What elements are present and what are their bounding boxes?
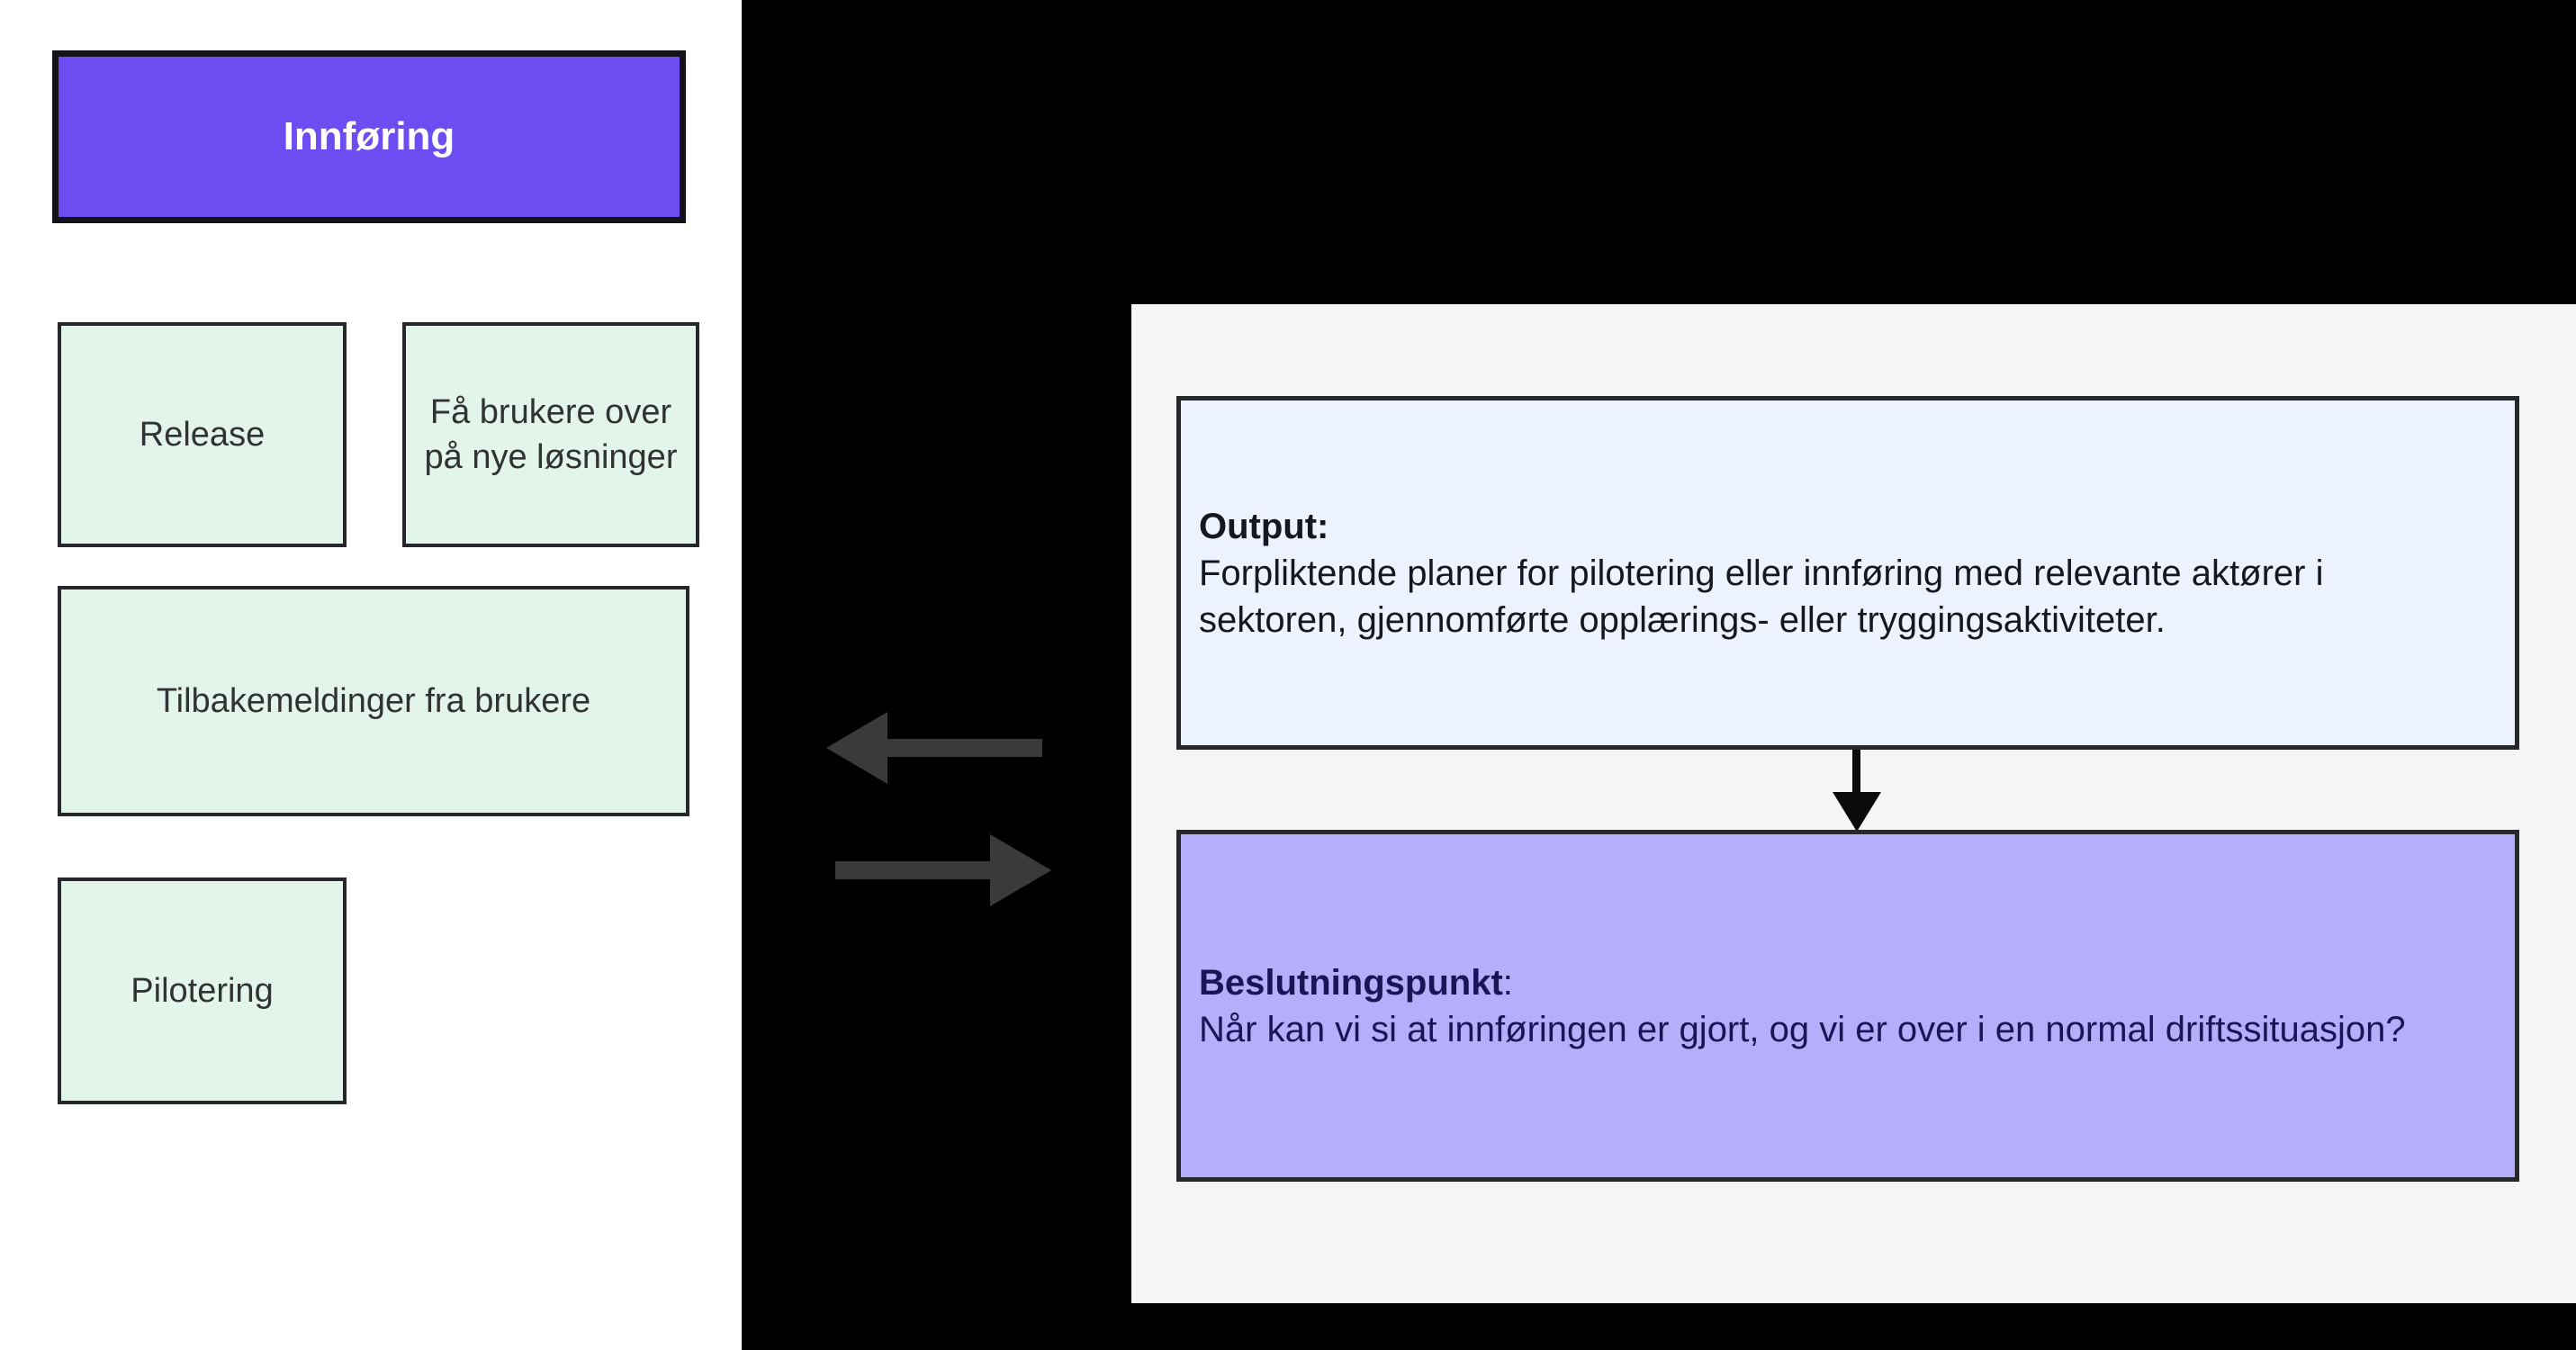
down-arrow-icon bbox=[1833, 750, 1881, 832]
left-panel: Innføring Release Få brukere over på nye… bbox=[0, 0, 742, 1350]
activity-box-pilotering: Pilotering bbox=[58, 878, 347, 1104]
decision-heading-bold: Beslutningspunkt bbox=[1199, 962, 1503, 1003]
activity-label: Tilbakemeldinger fra brukere bbox=[156, 681, 591, 720]
arrow-right-head bbox=[990, 834, 1051, 906]
phase-box-innfoering: Innføring bbox=[52, 50, 686, 223]
activity-box-tilbakemeldinger: Tilbakemeldinger fra brukere bbox=[58, 586, 689, 816]
activity-label: Pilotering bbox=[131, 971, 274, 1010]
arrow-left-head bbox=[826, 712, 887, 784]
phase-box-label: Innføring bbox=[283, 114, 455, 158]
activity-label: Release bbox=[139, 415, 266, 454]
arrow-right-icon bbox=[835, 834, 1051, 906]
decision-box: Beslutningspunkt: Når kan vi si at innfø… bbox=[1176, 830, 2519, 1182]
arrow-left-icon bbox=[826, 712, 1042, 784]
decision-heading: Beslutningspunkt: bbox=[1199, 959, 2497, 1006]
activity-label: Få brukere over på nye løsninger bbox=[424, 392, 678, 476]
decision-heading-colon: : bbox=[1502, 962, 1513, 1003]
output-heading: Output: bbox=[1199, 506, 1329, 546]
activity-box-faa-brukere-over: Få brukere over på nye løsninger bbox=[402, 322, 699, 547]
right-panel: Output: Forpliktende planer for piloteri… bbox=[1131, 304, 2576, 1303]
down-arrow-head bbox=[1833, 792, 1881, 832]
output-box: Output: Forpliktende planer for piloteri… bbox=[1176, 396, 2519, 750]
activity-box-release: Release bbox=[58, 322, 347, 547]
arrow-right-stem bbox=[835, 861, 997, 879]
output-body: Forpliktende planer for pilotering eller… bbox=[1199, 553, 2324, 640]
down-arrow-stem bbox=[1852, 750, 1860, 794]
arrow-left-stem bbox=[880, 739, 1042, 757]
decision-body: Når kan vi si at innføringen er gjort, o… bbox=[1199, 1009, 2406, 1049]
